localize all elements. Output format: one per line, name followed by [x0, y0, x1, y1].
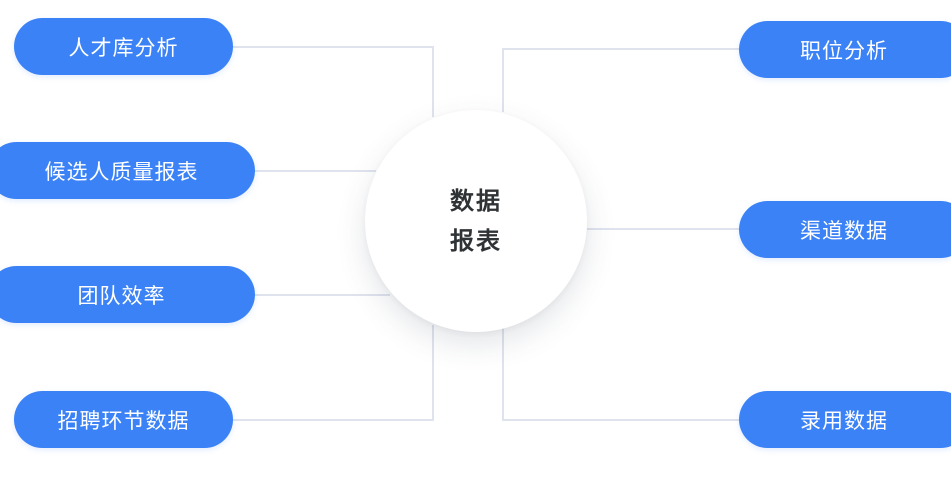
node-position-analysis[interactable]: 职位分析 [739, 21, 951, 78]
hub-label-line2: 报表 [450, 227, 502, 255]
connector-hire-data [502, 328, 740, 421]
hub-label-line1: 数据 [450, 187, 502, 215]
connector-talent-pool [233, 46, 434, 117]
connector-recruit-stage [233, 325, 434, 421]
node-hire-data[interactable]: 录用数据 [739, 391, 951, 448]
node-team-efficiency[interactable]: 团队效率 [0, 266, 255, 323]
node-talent-pool-analysis[interactable]: 人才库分析 [14, 18, 233, 75]
node-candidate-quality-report[interactable]: 候选人质量报表 [0, 142, 255, 199]
hub-data-report[interactable]: 数据 报表 [365, 110, 587, 332]
connector-position-analysis [502, 48, 740, 112]
node-recruit-stage-data[interactable]: 招聘环节数据 [14, 391, 233, 448]
node-channel-data[interactable]: 渠道数据 [739, 201, 951, 258]
